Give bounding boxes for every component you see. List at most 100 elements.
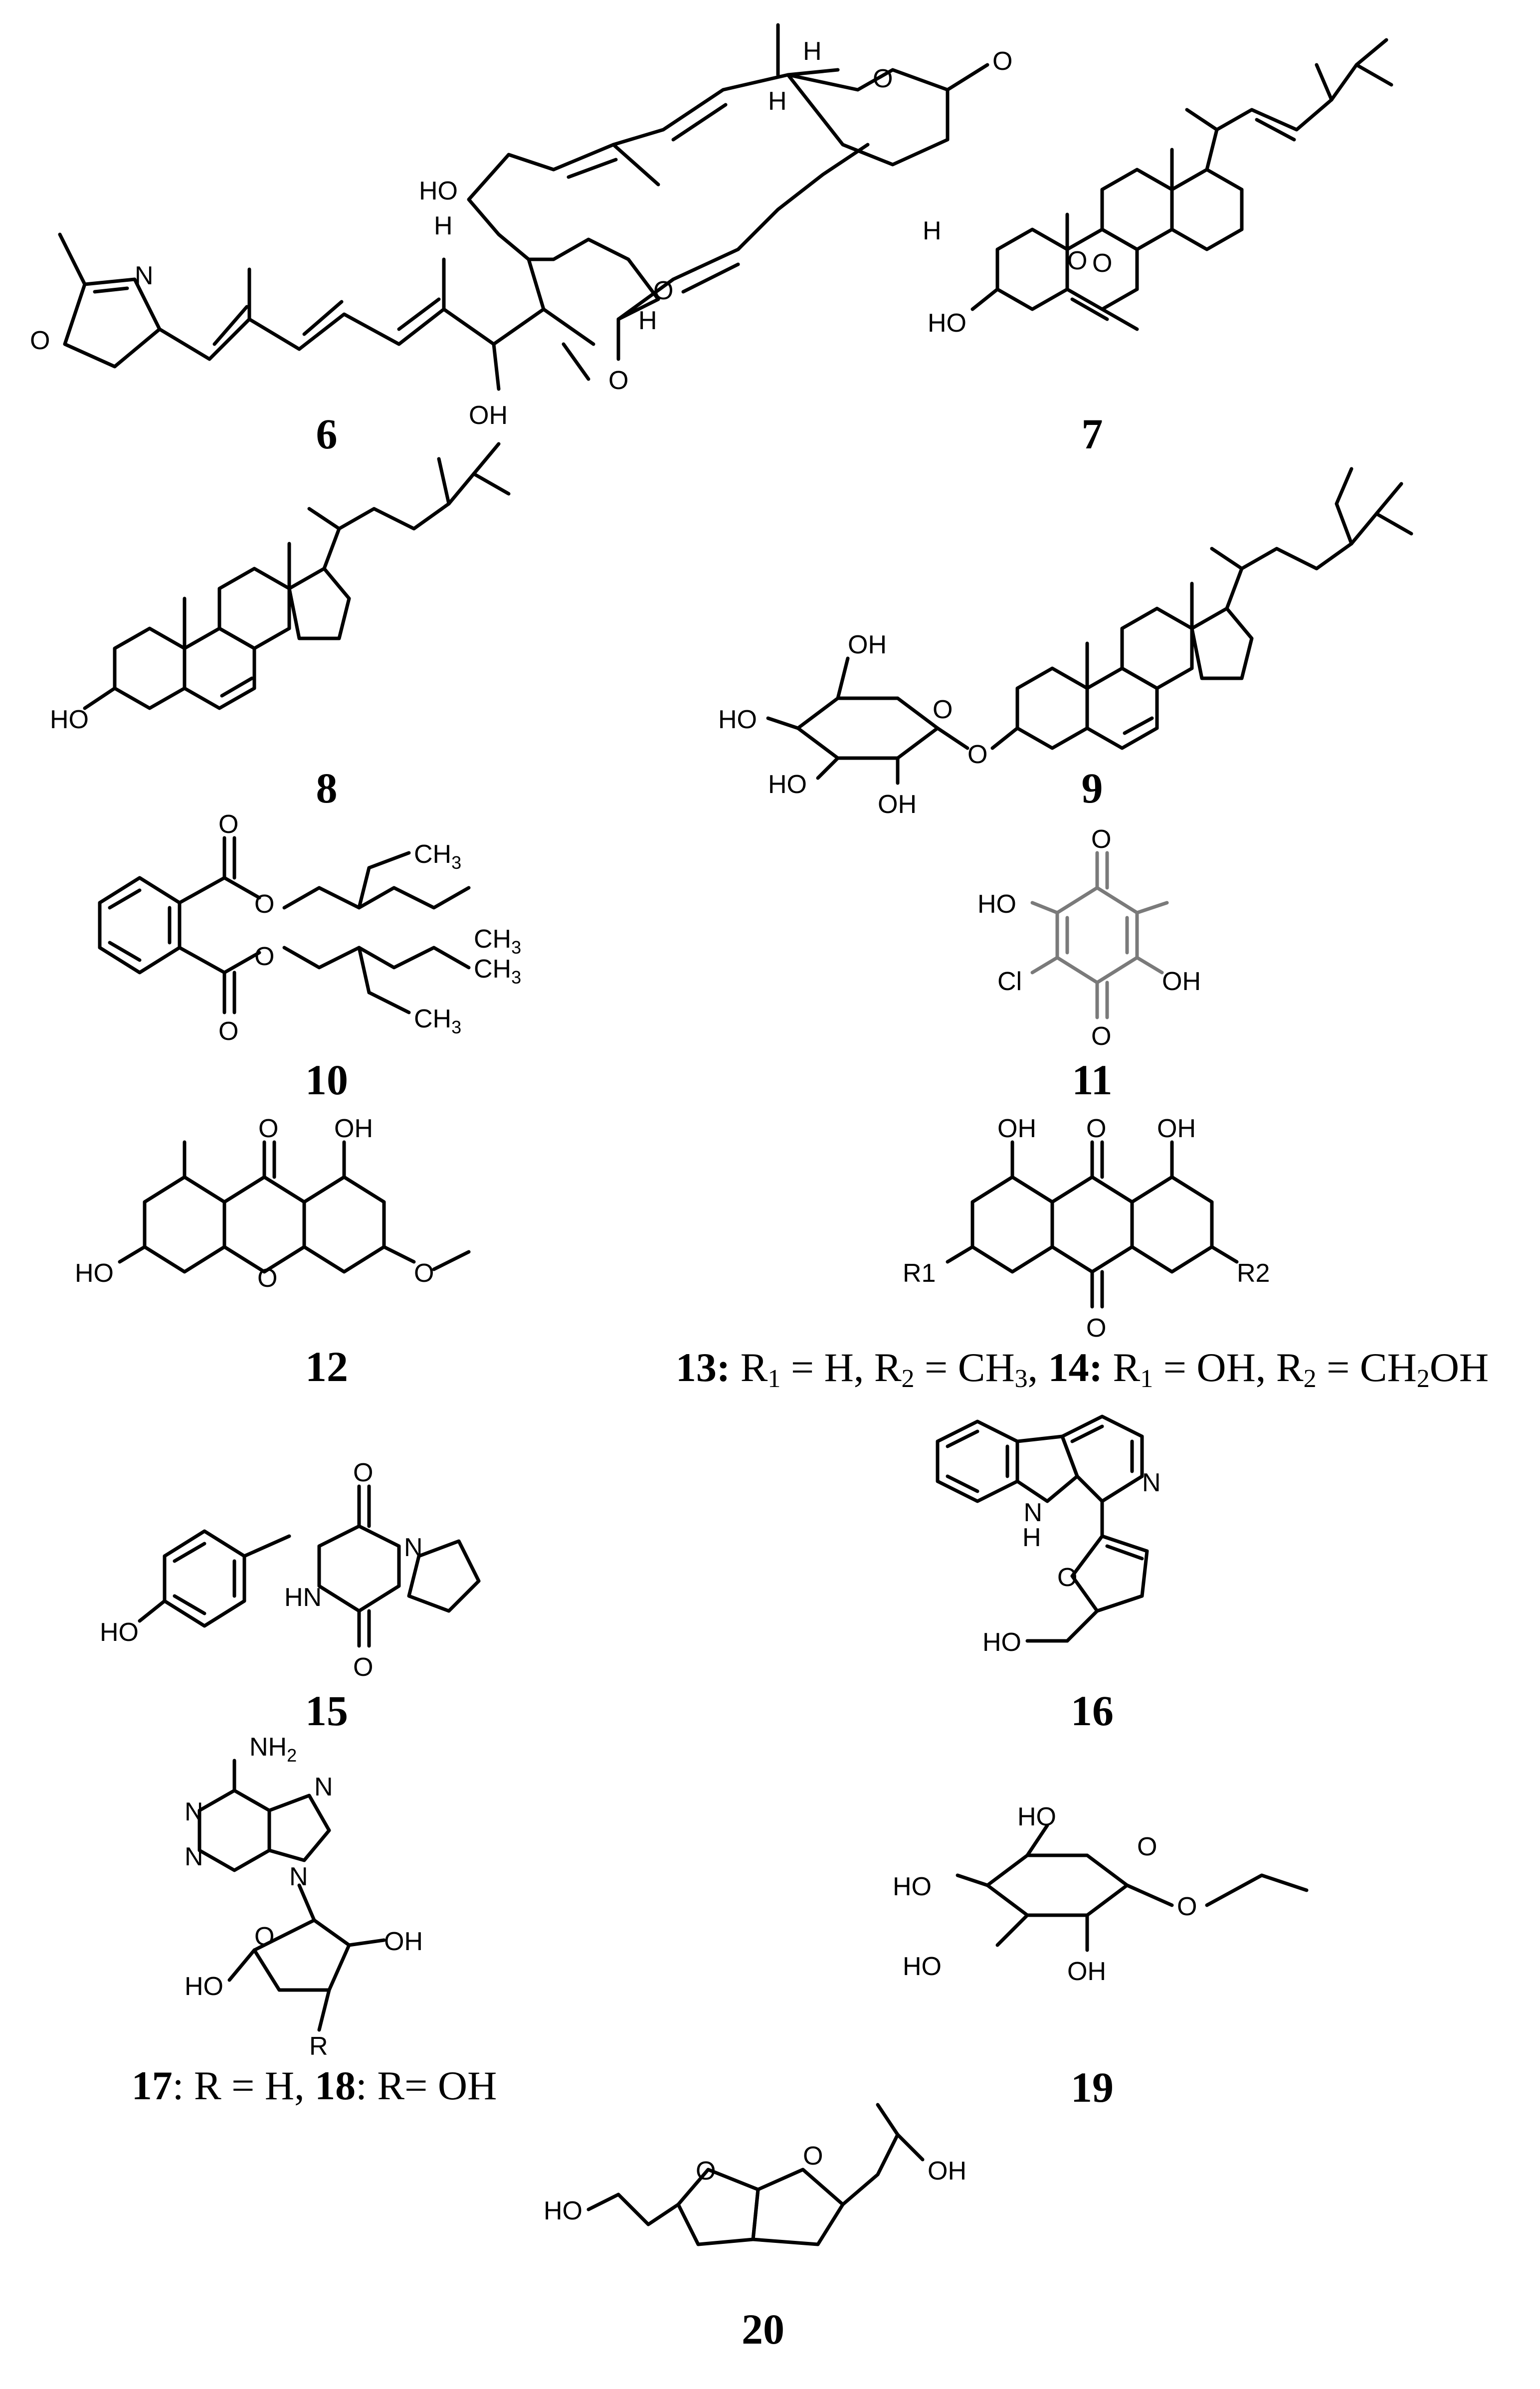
atom-o-glyco-9: O — [967, 740, 987, 769]
atom-ho-7: HO — [928, 309, 966, 338]
atom-ch3-10c: CH3 — [474, 955, 521, 988]
atom-oh-13b: OH — [1157, 1114, 1196, 1143]
atom-ho-11: HO — [977, 890, 1016, 919]
structure-12: O O OH HO O — [75, 1114, 471, 1293]
structure-10: O O CH3 CH3 O O CH3 CH3 — [98, 810, 521, 1046]
atom-h-2: H — [923, 216, 942, 245]
structure-9: O OH HO HO OH O — [718, 467, 1413, 819]
atom-o-12b: O — [257, 1264, 277, 1293]
atom-o-peroxide-2: O — [1092, 249, 1112, 278]
atom-n-17a: N — [185, 1797, 203, 1826]
atom-o-carbonyl: O — [608, 366, 628, 395]
atom-n-17c: N — [314, 1773, 333, 1801]
atom-oh-13a: OH — [997, 1114, 1036, 1143]
atom-ch3-10b: CH3 — [474, 925, 521, 958]
atom-oh-12: OH — [334, 1114, 373, 1143]
atom-h-3: H — [803, 37, 822, 66]
atom-o-11a: O — [1091, 825, 1111, 854]
atom-o-lactone: O — [873, 64, 893, 93]
atom-ho-20: HO — [544, 2196, 582, 2225]
atom-oh-9b: OH — [878, 790, 917, 819]
compound-label-12: 12 — [305, 1343, 348, 1391]
atom-o-13b: O — [1086, 1314, 1106, 1343]
structure-7: O O HO — [928, 38, 1393, 338]
compound-caption-13-14: 13: R1 = H, R2 = CH3, 14: R1 = OH, R2 = … — [675, 1345, 1489, 1393]
compound-caption-17-18: 17: R = H, 18: R= OH — [131, 2063, 497, 2108]
compound-label-15: 15 — [305, 1687, 348, 1735]
atom-n-17b: N — [185, 1842, 203, 1871]
atom-ho-8: HO — [50, 705, 89, 734]
compound-label-7: 7 — [1081, 410, 1103, 458]
atom-ho: HO — [419, 177, 458, 205]
atom-o-12c: O — [414, 1259, 434, 1288]
atom-n-16: N — [1142, 1468, 1161, 1497]
compound-label-10: 10 — [305, 1056, 348, 1104]
atom-ho-9a: HO — [718, 705, 757, 734]
atom-o-10a: O — [218, 810, 238, 839]
structure-8: HO — [50, 442, 511, 734]
atom-oh-19: OH — [1067, 1957, 1106, 1986]
atom-o-ring-9: O — [933, 695, 953, 724]
atom-ho-19a: HO — [1017, 1802, 1056, 1831]
atom-o-10c: O — [218, 1017, 238, 1046]
compound-label-16: 16 — [1071, 1687, 1114, 1735]
atom-r2: R2 — [1237, 1259, 1270, 1288]
structure-17-18: NH2 N N N N O OH R HO — [185, 1733, 423, 2061]
atom-o-19b: O — [1177, 1892, 1197, 1921]
structure-13-14: O O OH OH R1 R2 — [903, 1114, 1270, 1343]
atom-h: H — [434, 211, 453, 240]
atom-o-19: O — [1137, 1832, 1157, 1861]
atom-o-20b: O — [803, 2142, 823, 2171]
atom-o-20a: O — [696, 2157, 716, 2186]
structure-11: O O HO Cl OH — [977, 825, 1201, 1051]
atom-hn-15: HN — [284, 1583, 322, 1612]
atom-o-10d: O — [254, 942, 274, 971]
atom-nh2-17: NH2 — [249, 1733, 297, 1766]
atom-oh-20: OH — [928, 2157, 966, 2186]
compound-label-20: 20 — [742, 2305, 784, 2353]
atom-h-4: H — [768, 87, 787, 116]
atom-o-11b: O — [1091, 1022, 1111, 1051]
structure-15: HO O O HN N — [100, 1458, 481, 1682]
atom-o-13a: O — [1086, 1114, 1106, 1143]
compound-label-19: 19 — [1071, 2063, 1114, 2111]
compound-label-11: 11 — [1072, 1056, 1113, 1104]
atom-r-17: R — [309, 2032, 328, 2061]
atom-ho-9b: HO — [768, 770, 807, 799]
atom-o-12a: O — [258, 1114, 278, 1143]
atom-ho-19c: HO — [903, 1952, 942, 1981]
atom-cl-11: Cl — [997, 967, 1022, 996]
atom-ch3-10d: CH3 — [414, 1004, 461, 1037]
atom-n: N — [135, 261, 154, 290]
atom-ho-15: HO — [100, 1618, 139, 1647]
atom-o-16: O — [1057, 1563, 1077, 1592]
atom-o-15a: O — [353, 1458, 373, 1487]
atom-oh-17: OH — [384, 1927, 423, 1956]
compound-label-6: 6 — [316, 410, 338, 458]
atom-ho-16: HO — [982, 1628, 1021, 1657]
atom-o-17: O — [254, 1922, 274, 1951]
atom-ho-17: HO — [185, 1972, 223, 2001]
atom-oh-11: OH — [1162, 967, 1201, 996]
atom-o-15b: O — [353, 1653, 373, 1682]
atom-r1: R1 — [903, 1259, 936, 1288]
structure-20: O O OH HO — [544, 2103, 966, 2246]
atom-ch3-10a: CH3 — [414, 840, 461, 873]
atom-o-10b: O — [254, 890, 274, 919]
atom-o-lactone-co: O — [992, 47, 1012, 76]
atom-o: O — [30, 326, 50, 355]
atom-h-5: H — [638, 306, 657, 335]
structure-6: O N OH HO H O O O O H H H H — [30, 23, 1012, 430]
atom-ho-19b: HO — [893, 1872, 932, 1901]
atom-oh: OH — [469, 401, 508, 430]
structure-19: O HO HO HO OH O — [893, 1802, 1309, 1986]
compound-label-8: 8 — [316, 764, 338, 812]
compound-label-9: 9 — [1081, 764, 1103, 812]
atom-oh-9a: OH — [848, 630, 887, 659]
atom-ho-12: HO — [75, 1259, 114, 1288]
atom-o-peroxide-1: O — [1067, 246, 1087, 275]
